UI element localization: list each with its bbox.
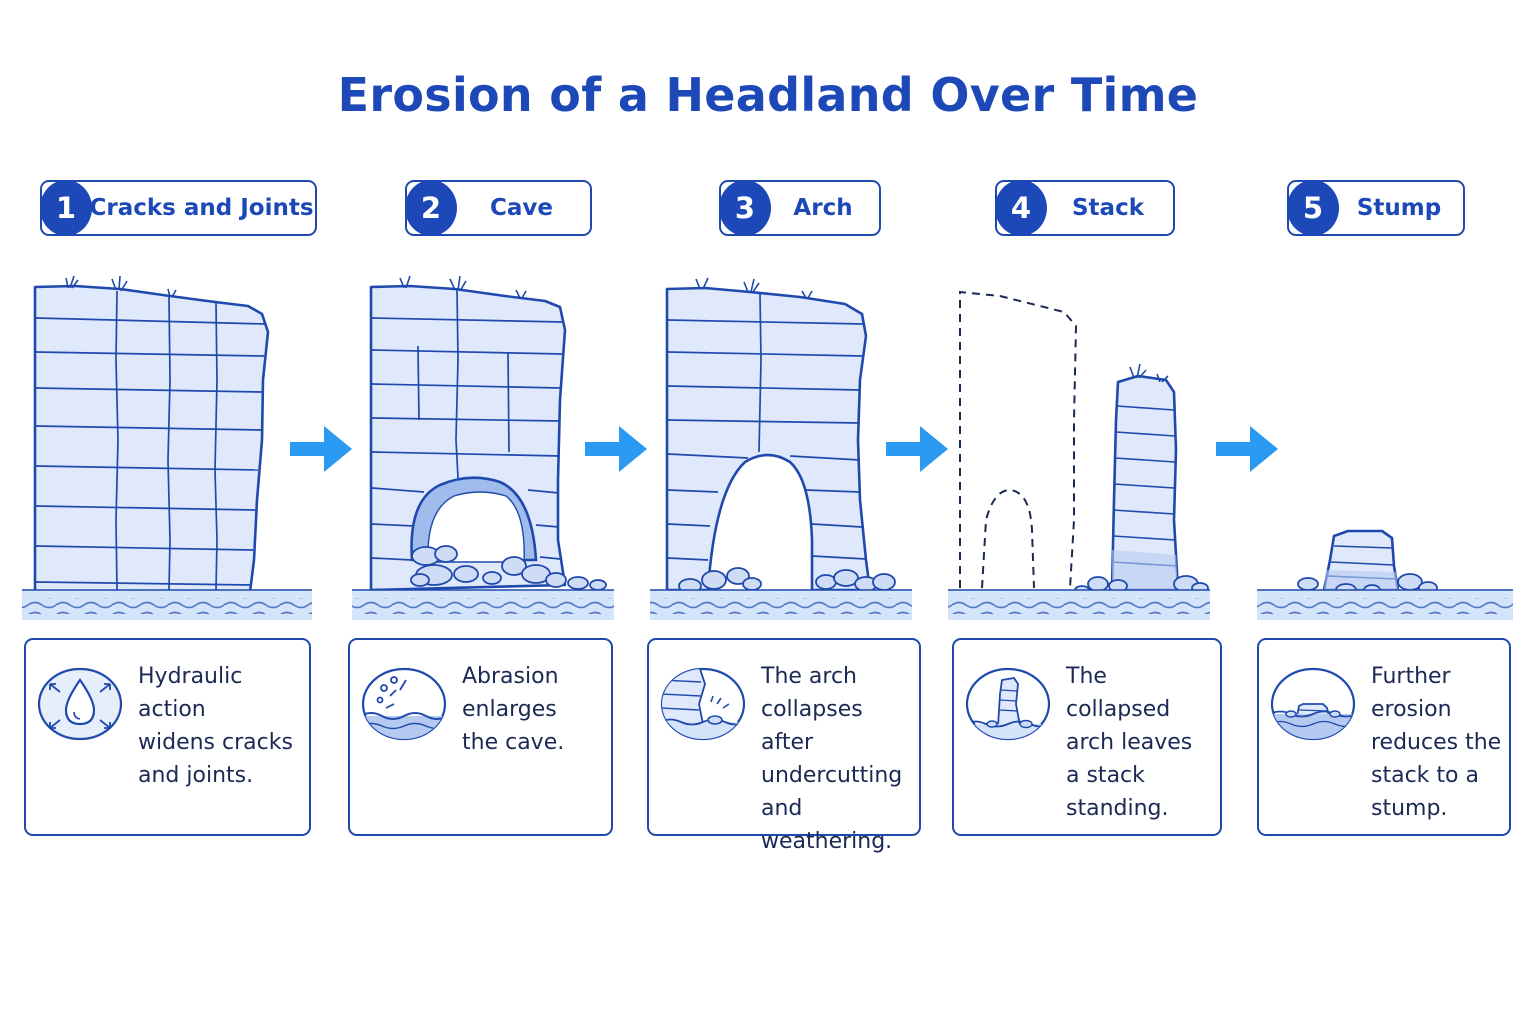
stage-label-3: 3 Arch: [719, 179, 881, 236]
stage-number-2: 2: [405, 179, 457, 236]
arrow-icon-4: [1216, 426, 1278, 472]
stump-stage-5: [1257, 529, 1513, 620]
description-text-5: Further erosion reduces the stack to a s…: [1371, 664, 1502, 821]
arrow-icon-2: [585, 426, 647, 472]
cliff-stage-1: [22, 275, 312, 620]
splash-icon: [361, 667, 447, 741]
description-box-2: Abrasion enlarges the cave.: [348, 638, 613, 836]
page-title: Erosion of a Headland Over Time: [337, 68, 1199, 122]
description-box-1: Hydraulic action widens cracks and joint…: [24, 638, 311, 836]
description-box-4: The collapsed arch leaves a stack standi…: [952, 638, 1222, 836]
description-box-5: Further erosion reduces the stack to a s…: [1257, 638, 1511, 836]
stage-title-1: Cracks and Joints: [89, 195, 314, 221]
description-text-2: Abrasion enlarges the cave.: [462, 664, 565, 755]
description-text-4: The collapsed arch leaves a stack standi…: [1066, 664, 1193, 821]
stump-icon: [1270, 667, 1356, 741]
stage-number-5: 5: [1287, 179, 1339, 236]
arrow-icon-3: [886, 426, 948, 472]
stage-number-4: 4: [995, 179, 1047, 236]
description-text-1: Hydraulic action widens cracks and joint…: [138, 664, 293, 788]
stage-label-5: 5 Stump: [1287, 179, 1465, 236]
description-text-3: The arch collapses after undercutting an…: [761, 664, 903, 854]
stage-label-1: 1 Cracks and Joints: [40, 179, 317, 236]
stage-number-3: 3: [719, 179, 771, 236]
collapsing-arch-icon: [660, 667, 746, 741]
stage-label-2: 2 Cave: [405, 179, 592, 236]
stage-title-5: Stump: [1356, 195, 1442, 221]
stage-title-3: Arch: [793, 195, 853, 221]
cliff-stage-3: [650, 277, 912, 620]
description-box-3: The arch collapses after undercutting an…: [647, 638, 921, 854]
water-drop-icon: [37, 667, 123, 741]
stage-title-4: Stack: [1071, 195, 1144, 221]
cliff-stage-2: [352, 275, 614, 620]
cliff-stage-4: [948, 290, 1210, 620]
stage-title-2: Cave: [490, 195, 553, 221]
stage-number-1: 1: [40, 179, 92, 236]
arrow-icon-1: [290, 426, 352, 472]
erosion-illustration: [22, 275, 1513, 620]
stage-label-4: 4 Stack: [995, 179, 1175, 236]
stack-icon: [965, 667, 1051, 741]
